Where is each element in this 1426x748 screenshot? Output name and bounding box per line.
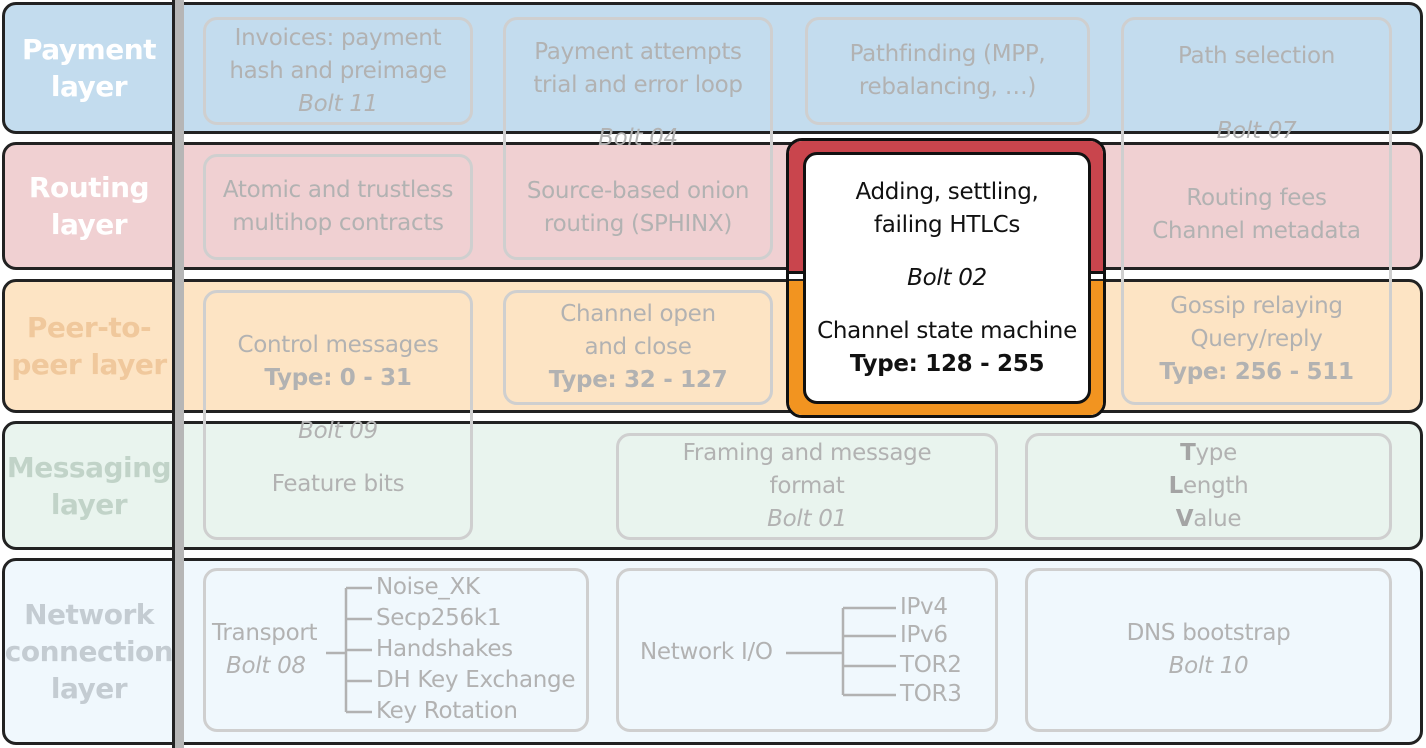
framing-line1: Framing and message	[682, 440, 932, 466]
htlc-type-range: Type: 128 - 255	[849, 350, 1045, 377]
transport-item-1: Secp256k1	[376, 605, 502, 631]
pathfinding-box: Pathfinding (MPP, rebalancing, …)	[805, 17, 1090, 125]
tlv-value: Value	[1176, 503, 1242, 536]
transport-item-3: DH Key Exchange	[376, 667, 576, 693]
tlv-length: Length	[1169, 470, 1249, 503]
htlc-line2: failing HTLCs	[873, 211, 1021, 238]
channel-open-line1: Channel open	[560, 301, 716, 327]
channel-metadata-label: Channel metadata	[1152, 218, 1361, 244]
tlv-length-rest: ength	[1182, 473, 1249, 499]
tlv-box: Type Length Value	[1025, 433, 1392, 540]
network-io-item-2: TOR2	[900, 652, 962, 678]
transport-item-2: Handshakes	[376, 636, 513, 662]
peer-layer-label: Peer-to- peer layer	[11, 311, 167, 381]
channel-state-machine-label: Channel state machine	[817, 317, 1077, 344]
atomic-line2: multihop contracts	[232, 210, 444, 236]
control-bolt: Bolt 09	[298, 418, 378, 444]
messaging-layer-label: Messaging layer	[6, 450, 172, 521]
control-messages-box: Control messages Type: 0 - 31 Bolt 09 Fe…	[203, 290, 473, 540]
atomic-line1: Atomic and trustless	[222, 177, 454, 203]
feature-bits-label: Feature bits	[271, 471, 405, 497]
invoices-bolt: Bolt 11	[298, 90, 378, 117]
tlv-length-initial: L	[1168, 473, 1184, 499]
network-io-item-3: TOR3	[900, 681, 962, 707]
transport-bolt: Bolt 08	[226, 653, 306, 679]
onion-routing-line2: routing (SPHINX)	[543, 211, 733, 237]
channel-open-line2: and close	[584, 334, 692, 360]
framing-box: Framing and message format Bolt 01	[616, 433, 998, 540]
network-layer-label: Network connection layer	[4, 598, 174, 705]
path-selection-box: Path selection Bolt 07 Routing fees Chan…	[1121, 17, 1392, 405]
transport-item-4: Key Rotation	[376, 698, 518, 724]
transport-label: Transport	[212, 620, 318, 646]
payment-layer-band	[2, 2, 1423, 134]
dns-line1: DNS bootstrap	[1126, 620, 1291, 646]
payment-attempts-box: Payment attempts trial and error loop Bo…	[503, 17, 773, 260]
payment-attempts-line2: trial and error loop	[533, 72, 743, 98]
network-io-label: Network I/O	[640, 639, 773, 665]
pathfinding-line2: rebalancing, …)	[858, 74, 1037, 100]
layer-divider-edge	[172, 0, 175, 748]
invoices-line2: hash and preimage	[229, 57, 447, 84]
framing-bolt: Bolt 01	[767, 506, 847, 532]
onion-routing-line1: Source-based onion	[526, 178, 750, 204]
layer-divider	[174, 0, 184, 748]
network-io-item-0: IPv4	[900, 594, 948, 620]
messaging-layer-band	[2, 421, 1423, 550]
path-selection-bolt: Bolt 07	[1216, 118, 1297, 144]
payment-attempts-line1: Payment attempts	[534, 39, 742, 65]
dns-bolt: Bolt 10	[1168, 653, 1249, 679]
transport-box	[203, 568, 589, 732]
tlv-type-initial: T	[1180, 440, 1196, 466]
tlv-value-initial: V	[1175, 506, 1194, 532]
framing-line2: format	[769, 473, 845, 499]
invoices-box: Invoices: payment hash and preimage Bolt…	[203, 17, 473, 125]
channel-open-type-range: Type: 32 - 127	[548, 367, 728, 393]
gossip-relaying-label: Gossip relaying	[1170, 293, 1343, 319]
htlc-bolt: Bolt 02	[907, 264, 987, 291]
path-selection-line1: Path selection	[1177, 43, 1335, 69]
routing-fees-label: Routing fees	[1186, 185, 1327, 211]
invoices-line1: Invoices: payment	[234, 24, 442, 51]
transport-item-0: Noise_XK	[376, 574, 480, 600]
routing-layer-label: Routing layer	[28, 171, 150, 241]
payment-attempts-bolt: Bolt 04	[598, 125, 678, 151]
control-type-range: Type: 0 - 31	[264, 365, 412, 391]
network-layer-band	[2, 558, 1423, 745]
htlc-line1: Adding, settling,	[855, 178, 1039, 205]
payment-layer-label: Payment layer	[21, 33, 157, 103]
network-io-box	[616, 568, 998, 732]
dns-bootstrap-box: DNS bootstrap Bolt 10	[1025, 568, 1392, 732]
routing-layer-band	[2, 142, 1423, 270]
tlv-type-rest: ype	[1195, 440, 1237, 466]
control-line1: Control messages	[237, 332, 439, 358]
network-io-item-1: IPv6	[900, 622, 948, 648]
pathfinding-line1: Pathfinding (MPP,	[849, 41, 1046, 67]
channel-open-box: Channel open and close Type: 32 - 127	[503, 290, 773, 405]
query-reply-label: Query/reply	[1190, 326, 1323, 352]
tlv-type: Type	[1180, 437, 1237, 470]
tlv-value-rest: alue	[1193, 506, 1242, 532]
htlc-box: Adding, settling, failing HTLCs Bolt 02 …	[803, 152, 1091, 404]
gossip-type-range: Type: 256 - 511	[1159, 359, 1354, 385]
atomic-contracts-box: Atomic and trustless multihop contracts	[203, 154, 473, 260]
peer-layer-band	[2, 279, 1423, 413]
